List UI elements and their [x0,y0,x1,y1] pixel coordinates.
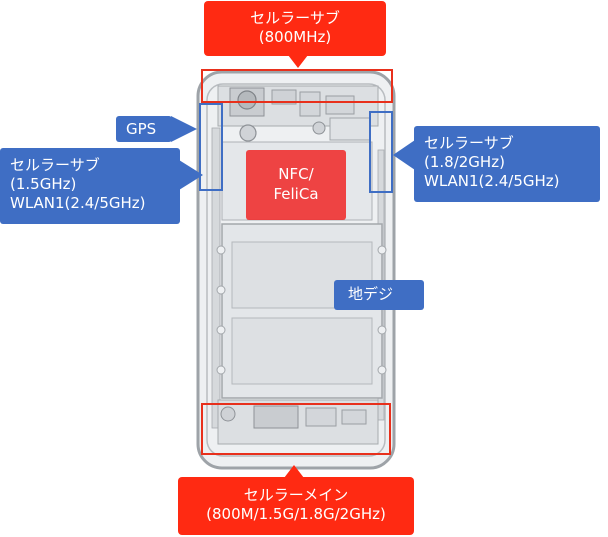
left-antenna-label-line1: セルラーサブ [10,156,100,174]
phone-inner-frame [206,83,386,457]
top-antenna-outline [201,69,393,103]
nfc-felica-label-line1: NFC/ [278,165,314,183]
battery-cell-bottom [231,317,373,385]
gps-label: GPS [116,116,172,142]
top-chip [299,91,321,117]
right-antenna-label-line3: WLAN1(2.4/5GHz) [424,172,560,190]
top-antenna-label: セルラーサブ (800MHz) [204,1,386,56]
left-antenna-label: セルラーサブ (1.5GHz) WLAN1(2.4/5GHz) [0,148,180,224]
top-antenna-label-line2: (800MHz) [258,28,332,46]
tv-antenna-label: 地デジ [334,280,424,310]
left-antenna-outline [199,103,223,191]
bottom-antenna-label-line1: セルラーメイン [243,486,349,504]
gps-label-text: GPS [126,120,157,138]
top-label-pointer [288,55,308,68]
right-label-pointer [393,140,415,170]
top-chip-2 [325,95,355,115]
bottom-chip-2 [341,409,367,425]
nfc-felica-label-line2: FeliCa [273,185,319,203]
nfc-felica-label: NFC/ FeliCa [246,150,346,220]
camera-lens [237,90,257,110]
shield-can [329,117,371,141]
bottom-label-pointer [284,465,304,478]
right-antenna-label: セルラーサブ (1.8/2GHz) WLAN1(2.4/5GHz) [414,126,600,202]
bottom-antenna-outline [201,403,391,455]
bottom-chip [305,407,337,427]
left-antenna-label-line2: (1.5GHz) [10,175,77,193]
right-antenna-label-line1: セルラーサブ [424,134,514,152]
bottom-antenna-label-line2: (800M/1.5G/1.8G/2GHz) [206,505,386,523]
right-antenna-outline [369,111,393,193]
right-antenna-label-line2: (1.8/2GHz) [424,153,505,171]
top-antenna-label-line1: セルラーサブ [250,9,340,27]
left-antenna-label-line3: WLAN1(2.4/5GHz) [10,194,146,212]
left-flex [211,127,221,429]
left-label-pointer [179,160,203,190]
tv-antenna-label-text: 地デジ [348,285,394,303]
bottom-antenna-label: セルラーメイン (800M/1.5G/1.8G/2GHz) [178,477,414,535]
top-connector [271,89,297,105]
usb-connector [253,405,299,429]
bottom-speaker-dot [220,406,236,422]
sensor [312,121,326,135]
vibrator [239,124,257,142]
gps-label-pointer [171,116,197,142]
